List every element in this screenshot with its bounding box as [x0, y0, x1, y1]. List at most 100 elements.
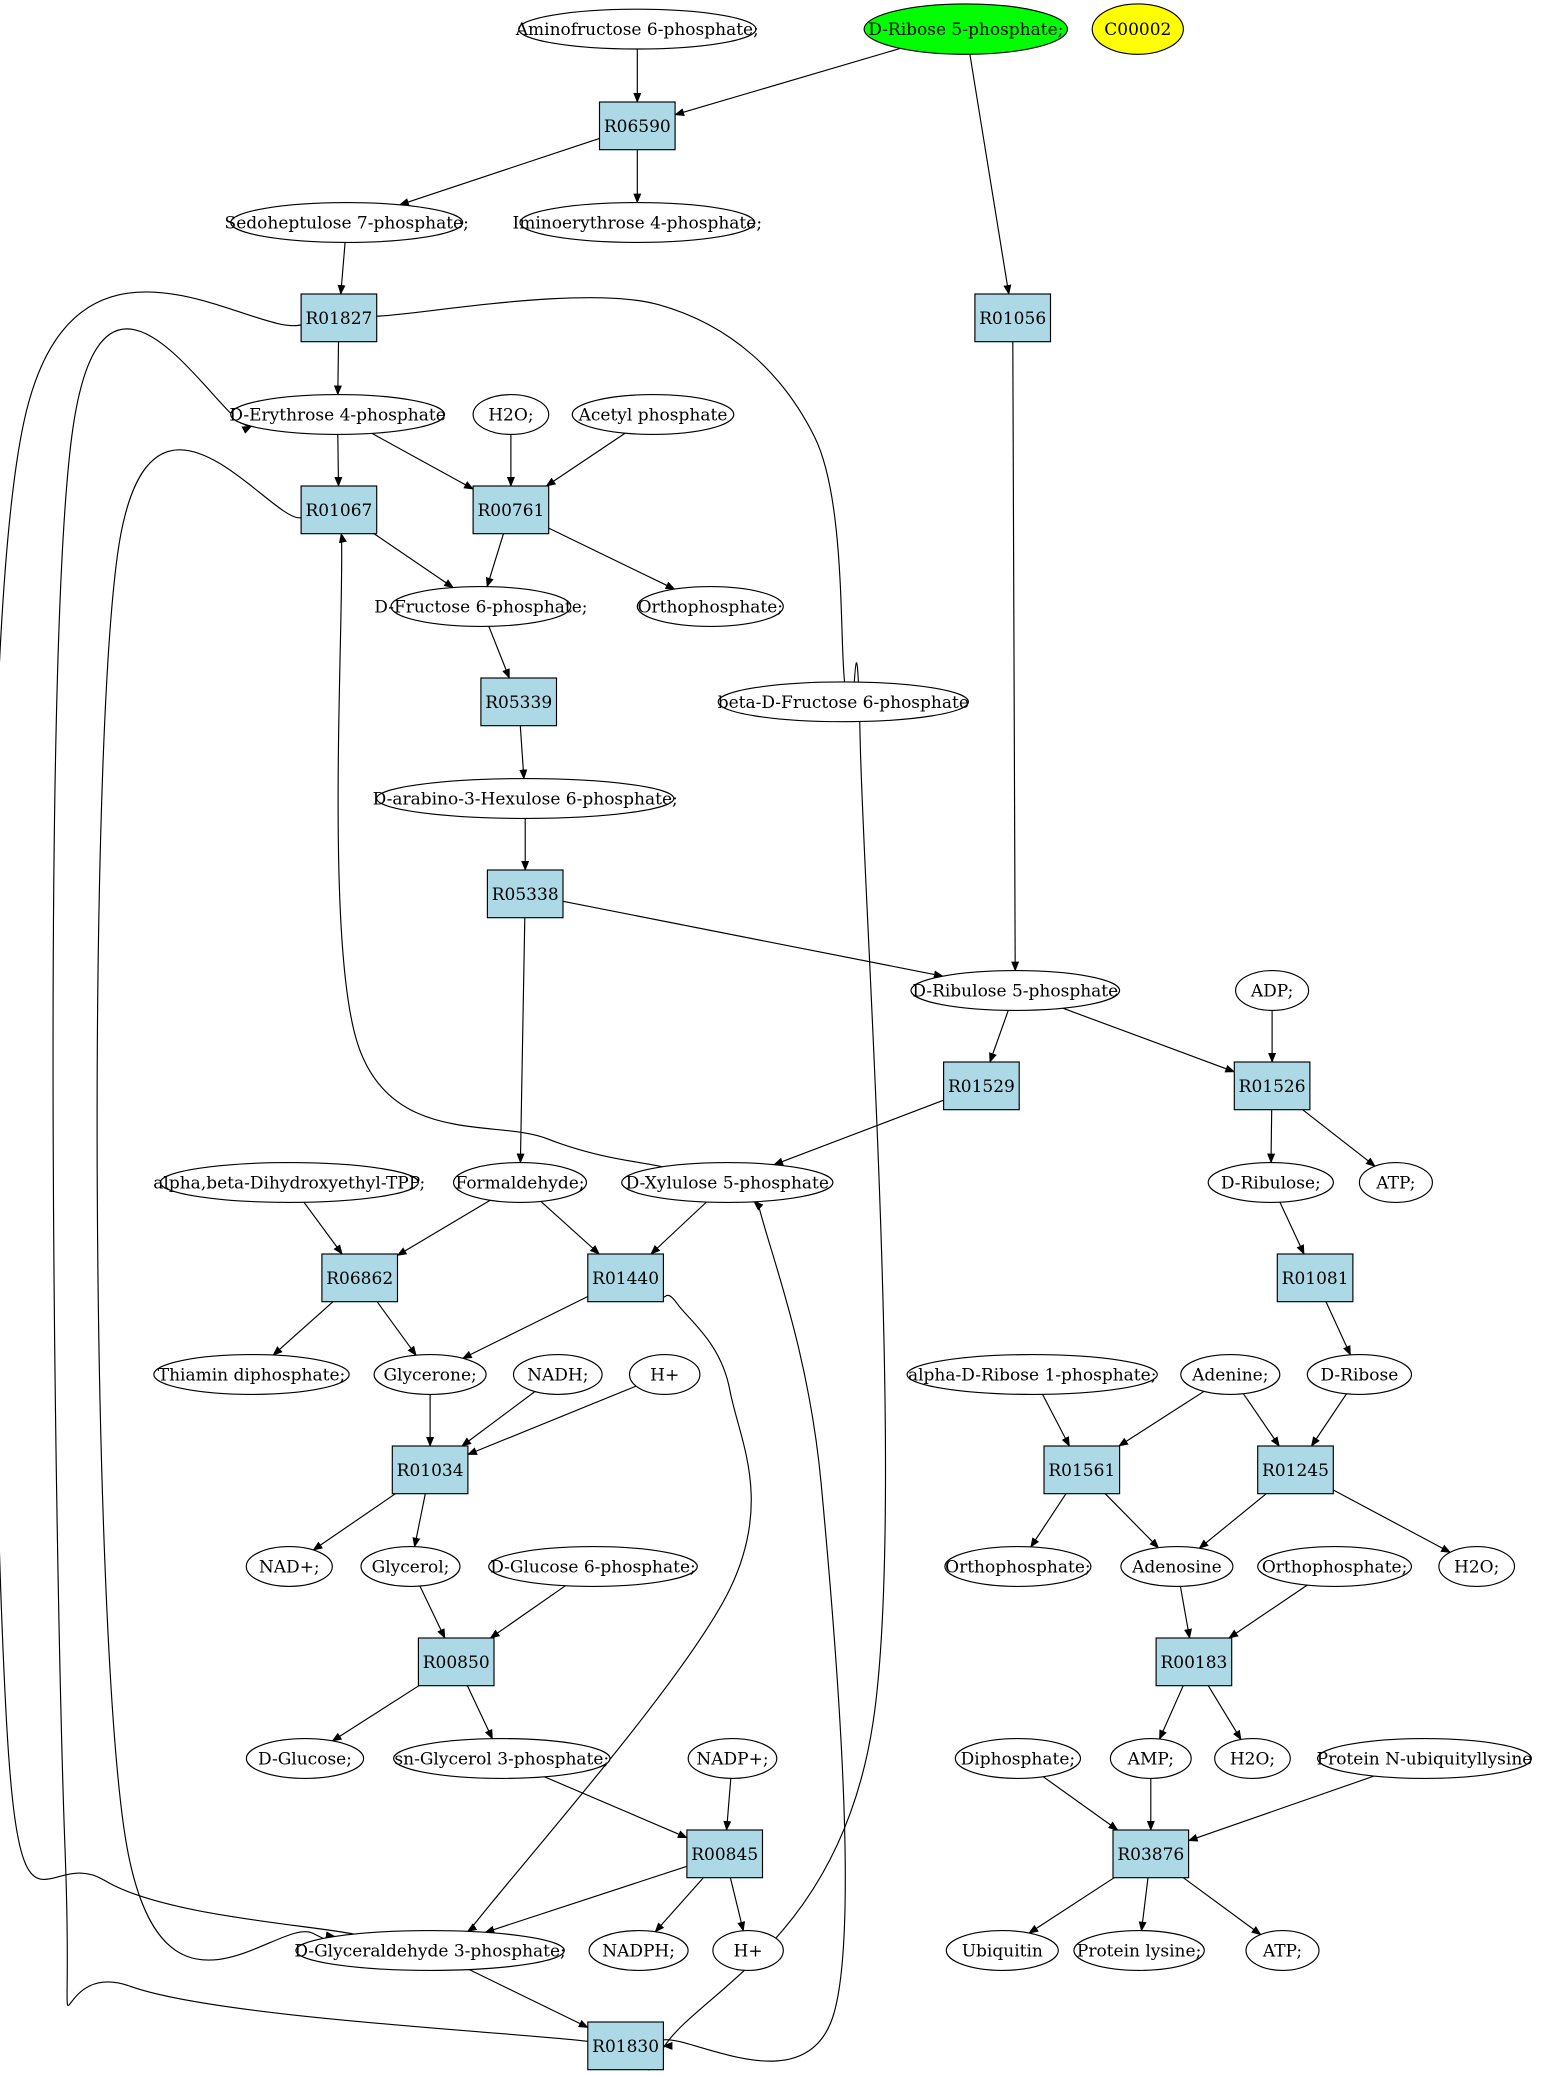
compound-node-orthophosphate-2[interactable]: Orthophosphate; — [944, 1546, 1092, 1587]
reaction-node-r01561[interactable]: R01561 — [1043, 1445, 1121, 1495]
edge-r00183-to-h2o_3 — [1207, 1685, 1242, 1741]
compound-node-acetyl-phosphate[interactable]: Acetyl phosphate — [571, 394, 735, 435]
compound-node-ubiquitin[interactable]: Ubiquitin — [945, 1930, 1059, 1971]
compound-node-d-ribulose[interactable]: D-Ribulose; — [1207, 1162, 1334, 1203]
reaction-box — [943, 1061, 1020, 1111]
compound-node-amp[interactable]: AMP; — [1109, 1738, 1192, 1779]
compound-node-glycerol[interactable]: Glycerol; — [360, 1546, 461, 1587]
reaction-node-r06862[interactable]: R06862 — [321, 1253, 399, 1303]
compound-node-sedoheptulose-7p[interactable]: Sedoheptulose 7-phosphate; — [225, 202, 469, 243]
compound-node-h-plus-2[interactable]: H+ — [712, 1930, 784, 1971]
reaction-node-r06590[interactable]: R06590 — [598, 101, 676, 151]
edge-d_erythrose_4p-to-r01067 — [334, 434, 343, 487]
compound-node-d-glucose-6p[interactable]: D-Glucose 6-phosphate; — [488, 1546, 698, 1587]
node-label: R00761 — [477, 501, 544, 521]
edge-r00850-to-sn_glycerol_3p — [466, 1685, 493, 1740]
compound-node-adp[interactable]: ADP; — [1235, 970, 1310, 1011]
compound-node-nadh[interactable]: NADH; — [512, 1354, 603, 1395]
reaction-node-r00183[interactable]: R00183 — [1155, 1637, 1233, 1687]
compound-node-h2o-2[interactable]: H2O; — [1438, 1546, 1516, 1587]
reaction-node-r01827[interactable]: R01827 — [300, 293, 378, 343]
compound-ellipse — [373, 1354, 487, 1395]
reaction-node-r00850[interactable]: R00850 — [417, 1637, 495, 1687]
compound-node-adenine[interactable]: Adenine; — [1180, 1354, 1281, 1395]
node-label: D-Glucose 6-phosphate; — [490, 1558, 696, 1578]
compound-ellipse — [1317, 1738, 1532, 1779]
node-label: NAD+; — [259, 1558, 320, 1578]
compound-node-diphosphate[interactable]: Diphosphate; — [954, 1738, 1082, 1779]
compound-node-h2o-3[interactable]: H2O; — [1214, 1738, 1291, 1779]
edge-r01526-to-d_ribulose — [1267, 1109, 1276, 1164]
edge-d_glyceraldehyde_3p-to-r01827 — [0, 291, 355, 1935]
reaction-node-r00761[interactable]: R00761 — [472, 485, 550, 535]
compound-node-d-ribose[interactable]: D-Ribose — [1306, 1354, 1413, 1395]
reaction-node-r01529[interactable]: R01529 — [943, 1061, 1020, 1111]
reaction-box — [598, 101, 676, 151]
reaction-node-r05339[interactable]: R05339 — [480, 677, 558, 727]
edge-protein_n_ubiquityllysine-to-r03876 — [1187, 1775, 1375, 1842]
compound-ellipse — [230, 394, 446, 435]
compound-node-d-glucose[interactable]: D-Glucose; — [245, 1738, 365, 1779]
compound-node-aminofructose-6p[interactable]: Aminofructose 6-phosphate; — [515, 8, 759, 50]
node-label: NADPH; — [602, 1942, 675, 1962]
reaction-node-r03876[interactable]: R03876 — [1112, 1829, 1190, 1879]
compound-node-adenosine[interactable]: Adenosine — [1120, 1546, 1234, 1587]
compound-node-glycerone[interactable]: Glycerone; — [373, 1354, 487, 1395]
compound-node-protein-lysine[interactable]: Protein lysine; — [1073, 1930, 1205, 1971]
compound-ellipse — [472, 394, 550, 435]
reaction-node-r01056[interactable]: R01056 — [974, 293, 1052, 343]
node-label: D-Ribose 5-phosphate; — [868, 20, 1063, 40]
compound-ellipse — [717, 681, 969, 723]
compound-node-d-ribulose-5p[interactable]: D-Ribulose 5-phosphate — [910, 970, 1121, 1011]
edge-d_ribulose-to-r01081 — [1279, 1201, 1305, 1255]
compound-node-formaldehyde[interactable]: Formaldehyde; — [452, 1162, 588, 1203]
reaction-node-r01526[interactable]: R01526 — [1233, 1061, 1311, 1111]
node-label: ATP; — [1375, 1174, 1415, 1194]
compound-node-atp-2[interactable]: ATP; — [1245, 1930, 1320, 1971]
node-label: D-Xylulose 5-phosphate — [626, 1174, 829, 1194]
node-label: R05338 — [492, 885, 559, 905]
compound-node-nadp-plus[interactable]: NADP+; — [687, 1738, 778, 1779]
compound-node-protein-n-ubiquityllysine[interactable]: Protein N-ubiquityllysine — [1317, 1738, 1533, 1779]
compound-node-d-xylulose-5p[interactable]: D-Xylulose 5-phosphate — [621, 1162, 834, 1203]
node-label: alpha-D-Ribose 1-phosphate; — [908, 1366, 1156, 1386]
compound-node-alpha-beta-dhe-tpp[interactable]: alpha,beta-Dihydroxyethyl-TPP; — [153, 1162, 425, 1203]
node-label: R01827 — [305, 309, 372, 329]
compound-ellipse — [1091, 3, 1184, 55]
compound-node-d-ribose-5p[interactable]: D-Ribose 5-phosphate; — [863, 3, 1069, 55]
edge-d_ribose_5p-to-r01056 — [969, 54, 1012, 295]
compound-node-iminoerythrose-4p[interactable]: Iminoerythrose 4-phosphate; — [513, 202, 763, 243]
compound-node-nad-plus[interactable]: NAD+; — [245, 1546, 333, 1587]
edge-r01081-to-d_ribose — [1325, 1301, 1351, 1356]
edge-r01561-to-orthophosphate_2 — [1030, 1493, 1067, 1548]
compound-node-h2o-1[interactable]: H2O; — [472, 394, 550, 435]
reaction-node-r05338[interactable]: R05338 — [486, 869, 564, 919]
edge-r05338-to-d_ribulose_5p — [562, 900, 944, 979]
compound-node-d-erythrose-4p[interactable]: D-Erythrose 4-phosphate — [229, 394, 446, 435]
compound-node-atp-1[interactable]: ATP; — [1358, 1162, 1433, 1203]
compound-node-d-fructose-6p[interactable]: D-Fructose 6-phosphate; — [374, 586, 588, 627]
edge-r01529-to-d_xylulose_5p — [773, 1099, 944, 1166]
node-label: beta-D-Fructose 6-phosphate — [718, 693, 969, 713]
compound-node-orthophosphate-1[interactable]: Orthophosphate; — [636, 586, 784, 627]
compound-node-alpha-d-ribose-1p[interactable]: alpha-D-Ribose 1-phosphate; — [906, 1354, 1158, 1395]
reaction-node-r01830[interactable]: R01830 — [587, 2021, 664, 2071]
reaction-node-r00845[interactable]: R00845 — [686, 1829, 764, 1879]
compound-node-nadph[interactable]: NADPH; — [588, 1930, 689, 1971]
compound-node-d-arabino-3-hexulose-6p[interactable]: D-arabino-3-Hexulose 6-phosphate; — [373, 778, 678, 819]
compound-ellipse — [1245, 1930, 1320, 1971]
compound-node-beta-d-fructose-6p[interactable]: beta-D-Fructose 6-phosphate — [717, 681, 969, 723]
compound-node-c00002[interactable]: C00002 — [1091, 3, 1184, 55]
reaction-node-r01067[interactable]: R01067 — [300, 485, 378, 535]
reaction-node-r01034[interactable]: R01034 — [391, 1445, 469, 1495]
node-label: sn-Glycerol 3-phosphate; — [394, 1750, 609, 1770]
reaction-node-r01245[interactable]: R01245 — [1257, 1445, 1334, 1495]
compound-node-thiamin-diphosphate[interactable]: Thiamin diphosphate; — [153, 1354, 350, 1395]
edge-r05338-to-formaldehyde — [516, 917, 526, 1164]
reaction-node-r01081[interactable]: R01081 — [1276, 1253, 1354, 1303]
compound-node-sn-glycerol-3p[interactable]: sn-Glycerol 3-phosphate; — [393, 1738, 611, 1779]
compound-node-orthophosphate-3[interactable]: Orthophosphate; — [1257, 1546, 1413, 1587]
compound-node-d-glyceraldehyde-3p[interactable]: D-Glyceraldehyde 3-phosphate; — [294, 1930, 566, 1971]
compound-node-h-plus-1[interactable]: H+ — [628, 1354, 701, 1395]
reaction-node-r01440[interactable]: R01440 — [587, 1253, 664, 1303]
